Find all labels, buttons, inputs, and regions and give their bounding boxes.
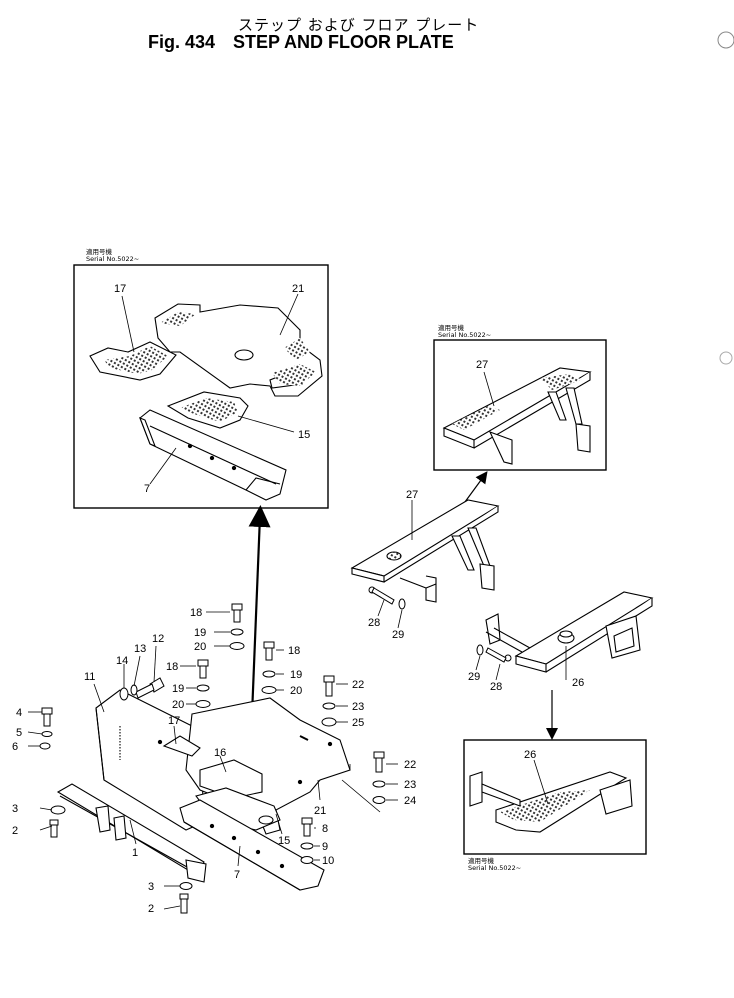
callout-26-inset: 26 (524, 749, 536, 761)
inset-bottom-right-leader (533, 759, 549, 805)
part-21-floor-plate-inset (154, 303, 323, 397)
callout-labels: 17 21 15 7 27 27 28 29 29 28 26 26 18 19… (12, 283, 584, 915)
inset-top-right-serial-jp: 適用号機 (438, 324, 464, 332)
callout-7-main: 7 (234, 869, 240, 881)
inset-left-frame (73, 264, 329, 509)
binder-hole-mid (719, 351, 733, 365)
callout-19-b: 19 (290, 669, 302, 681)
callout-9: 9 (322, 841, 328, 853)
callout-4: 4 (16, 707, 22, 719)
inset-bottom-right-frame (463, 739, 647, 855)
callout-21-main: 21 (314, 805, 326, 817)
inset-left-leaders (121, 293, 299, 485)
part-27-step-inset (442, 367, 592, 465)
callout-20-c: 20 (172, 699, 184, 711)
hardware-bolts (41, 603, 385, 914)
callout-5: 5 (16, 727, 22, 739)
callout-19-c: 19 (172, 683, 184, 695)
part-28-bolt-lower (485, 647, 512, 663)
figure-title: STEP AND FLOOR PLATE (233, 32, 454, 52)
callout-3-a: 3 (12, 803, 18, 815)
callout-14: 14 (116, 655, 128, 667)
figure-number: Fig. 434 (148, 32, 216, 52)
upper-step-leaders (377, 500, 413, 629)
callout-20-b: 20 (290, 685, 302, 697)
callout-28-lower: 28 (490, 681, 502, 693)
callout-20-a: 20 (194, 641, 206, 653)
callout-23-b: 23 (404, 779, 416, 791)
callout-3-b: 3 (148, 881, 154, 893)
inset-top-right-serial-no: Serial No.5022~ (438, 331, 492, 339)
callout-22-a: 22 (352, 679, 364, 691)
callout-17-inset: 17 (114, 283, 126, 295)
inset-bottom-right-serial: 適用号機 Serial No.5022~ (468, 858, 521, 872)
callout-23-a: 23 (352, 701, 364, 713)
callout-2-b: 2 (148, 903, 154, 915)
callout-22-b: 22 (404, 759, 416, 771)
part-29-washer-upper (398, 598, 406, 610)
callout-27-inset: 27 (476, 359, 488, 371)
inset-left-serial-no: Serial No.5022~ (86, 255, 140, 263)
inset-left-serial: 適用号機 Serial No.5022~ (86, 249, 139, 263)
callout-2-a: 2 (12, 825, 18, 837)
title-english: Fig. 434 STEP AND FLOOR PLATE (148, 32, 454, 53)
part-7-frame-inset (139, 409, 287, 501)
binder-hole-top (717, 31, 734, 49)
part-17-step-plate-inset (89, 341, 177, 381)
inset-top-right-frame (433, 339, 607, 471)
callout-10: 10 (322, 855, 334, 867)
main-leaders (27, 611, 398, 910)
callout-25: 25 (352, 717, 364, 729)
callout-6: 6 (12, 741, 18, 753)
part-15-cover-plate-inset (166, 391, 249, 429)
callout-17-main: 17 (168, 715, 180, 727)
arrow-to-inset-left (248, 505, 271, 716)
callout-26-main: 26 (572, 677, 584, 689)
inset-bottom-right-serial-no: Serial No.5022~ (468, 864, 522, 872)
callout-24: 24 (404, 795, 416, 807)
title-japanese: ステップ および フロア プレート (238, 16, 480, 34)
inset-left-serial-jp: 適用号機 (86, 248, 112, 256)
inset-bottom-right-serial-jp: 適用号機 (468, 857, 494, 865)
inset-top-right-serial: 適用号機 Serial No.5022~ (438, 325, 491, 339)
callout-27-main: 27 (406, 489, 418, 501)
part-26-step-main (485, 591, 654, 673)
callout-28-upper: 28 (368, 617, 380, 629)
callout-11: 11 (84, 671, 95, 683)
callout-29-upper: 29 (392, 629, 404, 641)
part-1-rail (56, 783, 207, 883)
callout-15-main: 15 (278, 835, 290, 847)
part-27-step-main (350, 499, 500, 603)
part-26-step-inset (469, 771, 633, 833)
callout-8: 8 (322, 823, 328, 835)
part-28-bolt-upper (368, 586, 395, 605)
inset-top-right-leader (483, 371, 495, 407)
lower-step-leaders (475, 646, 567, 681)
callout-29-lower: 29 (468, 671, 480, 683)
callout-13: 13 (134, 643, 146, 655)
part-7-frame-main (179, 799, 325, 891)
callout-18-c: 18 (166, 661, 178, 673)
callout-15-inset: 15 (298, 429, 310, 441)
callout-18-b: 18 (288, 645, 300, 657)
callout-18-a: 18 (190, 607, 202, 619)
callout-21-inset: 21 (292, 283, 304, 295)
callout-16: 16 (214, 747, 226, 759)
part-29-washer-lower (476, 644, 484, 656)
callout-12: 12 (152, 633, 164, 645)
callout-7-inset: 7 (144, 483, 150, 495)
part-17-step-plate-main (162, 735, 201, 757)
callout-19-a: 19 (194, 627, 206, 639)
callout-1: 1 (132, 847, 138, 859)
part-16-inner-plate (199, 759, 263, 799)
